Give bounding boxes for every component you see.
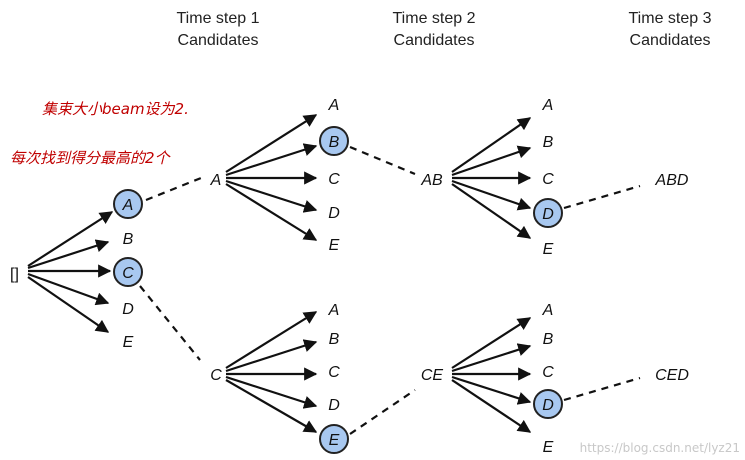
step1-candidate-C: C <box>122 265 134 282</box>
edge-root-D <box>27 272 110 306</box>
header-time-step-3: Time step 3 Candidates <box>629 10 712 49</box>
selected-circle-AB <box>319 126 349 156</box>
edge-root-B <box>27 239 110 270</box>
selected-circle-ABD <box>533 198 563 228</box>
result-CE: CE <box>421 367 444 384</box>
result-CED: CED <box>655 367 689 384</box>
step3-upper-candidates: A B C D E <box>533 97 563 258</box>
dash-A-to-prefix-A <box>145 174 207 202</box>
edge-AB-A <box>451 117 532 173</box>
header-1-line1: Time step 1 <box>177 10 260 27</box>
selected-circle-CE <box>319 424 349 454</box>
selected-circle-A <box>113 189 143 219</box>
edge-A-B <box>225 143 318 177</box>
step2-upper-A: A <box>328 97 340 114</box>
step3-lower-A: A <box>542 302 554 319</box>
result-ABD: ABD <box>655 172 689 189</box>
selected-circle-C <box>113 257 143 287</box>
step3-upper-D: D <box>542 206 554 223</box>
step3-upper-A: A <box>542 97 554 114</box>
edge-CE-E <box>451 379 532 433</box>
AB-edges <box>451 117 532 239</box>
header-2-line2: Candidates <box>394 32 475 49</box>
edge-AB-D <box>451 179 532 211</box>
prefix-A-edges <box>225 114 318 241</box>
root-edges <box>27 211 114 333</box>
annotation-line-2: 每次找到得分最高的2个 <box>10 149 172 167</box>
step2-lower-D: D <box>328 397 340 414</box>
step2-lower-B: B <box>329 331 340 348</box>
edge-CE-B <box>451 343 532 373</box>
step1-candidates: A B C D E <box>113 189 143 351</box>
prefix-A: A <box>210 172 222 189</box>
edge-A-A <box>225 114 318 173</box>
edge-C-A <box>225 311 318 369</box>
edge-AB-B <box>451 145 532 177</box>
header-3-line1: Time step 3 <box>629 10 712 27</box>
result-AB: AB <box>420 172 443 189</box>
dash-E-to-CE <box>349 389 416 435</box>
step3-lower-B: B <box>543 331 554 348</box>
header-time-step-2: Time step 2 Candidates <box>393 10 476 49</box>
step2-upper-E: E <box>329 237 340 254</box>
step3-lower-E: E <box>543 439 554 456</box>
step2-upper-D: D <box>328 205 340 222</box>
step3-lower-candidates: A B C D E <box>533 302 563 456</box>
step3-upper-E: E <box>543 241 554 258</box>
edge-C-E <box>225 379 318 433</box>
step2-lower-A: A <box>328 302 340 319</box>
step2-upper-B: B <box>329 134 340 151</box>
selected-circle-CED <box>533 389 563 419</box>
prefix-C-edges <box>225 311 318 433</box>
dash-D-to-ABD <box>563 184 641 210</box>
step2-lower-candidates: A B C D E <box>319 302 349 454</box>
edge-AB-E <box>451 183 532 239</box>
edge-CE-A <box>451 317 532 369</box>
dash-C-to-prefix-C <box>139 285 201 361</box>
prefix-C: C <box>210 367 222 384</box>
step2-upper-candidates: A B C D E <box>319 97 349 254</box>
edge-A-E <box>225 183 318 241</box>
header-3-line2: Candidates <box>630 32 711 49</box>
step1-candidate-D: D <box>122 301 134 318</box>
step1-candidate-B: B <box>123 231 134 248</box>
header-1-line2: Candidates <box>178 32 259 49</box>
step3-upper-B: B <box>543 134 554 151</box>
edge-A-D <box>225 179 318 213</box>
step3-upper-C: C <box>542 171 554 188</box>
step2-upper-C: C <box>328 171 340 188</box>
edge-C-B <box>225 339 318 373</box>
edge-root-A <box>27 211 114 267</box>
header-2-line1: Time step 2 <box>393 10 476 27</box>
edge-CE-D <box>451 375 532 405</box>
edge-C-D <box>225 375 318 409</box>
dash-B-to-AB <box>349 145 416 176</box>
step3-lower-D: D <box>542 397 554 414</box>
step1-candidate-E: E <box>123 334 134 351</box>
edge-root-E <box>27 276 110 333</box>
header-time-step-1: Time step 1 Candidates <box>177 10 260 49</box>
CE-edges <box>451 317 532 433</box>
root-node: [] <box>10 266 19 283</box>
step2-lower-C: C <box>328 364 340 381</box>
dash-D-to-CED <box>563 376 641 402</box>
annotation-line-1: 集束大小beam设为2. <box>42 100 189 118</box>
watermark-text: https://blog.csdn.net/lyz21 <box>580 441 740 455</box>
step1-candidate-A: A <box>122 197 134 214</box>
step2-lower-E: E <box>329 432 340 449</box>
step3-lower-C: C <box>542 364 554 381</box>
